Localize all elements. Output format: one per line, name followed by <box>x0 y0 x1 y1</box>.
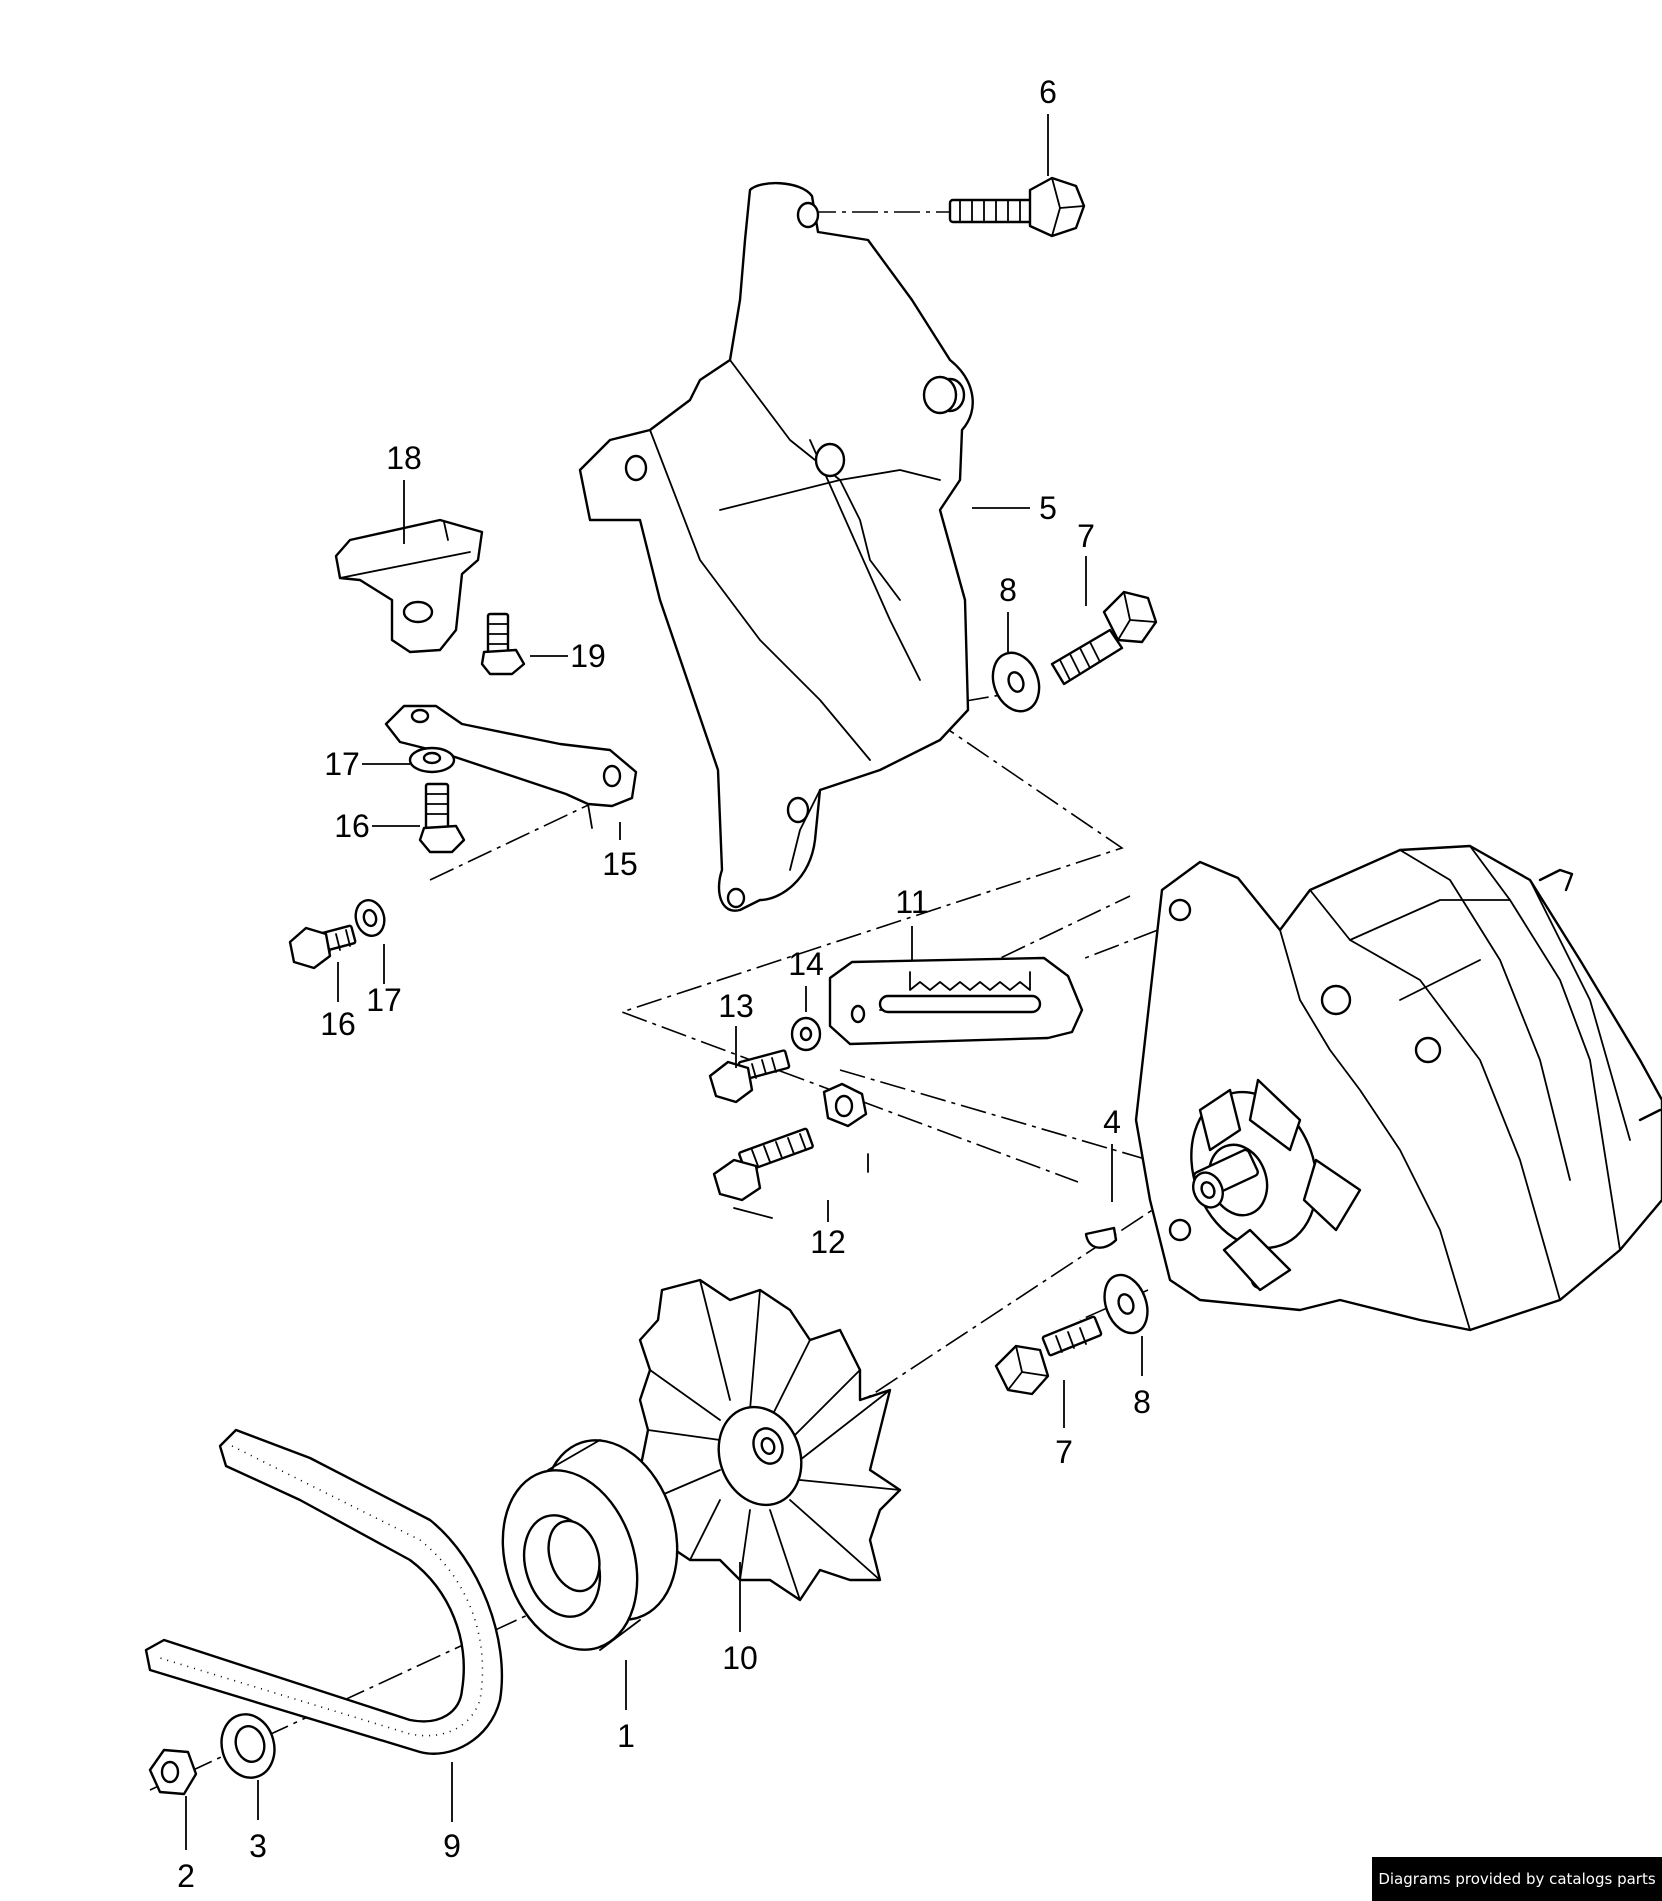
callout-18: 18 <box>386 440 422 476</box>
callout-1: 1 <box>617 1718 635 1754</box>
callout-6: 6 <box>1039 74 1057 110</box>
bolt-13 <box>708 1016 822 1104</box>
bolt-nut-12 <box>712 1082 869 1219</box>
callout-labels: 6 5 7 8 18 19 17 16 15 16 17 11 14 13 4 … <box>177 74 1151 1894</box>
callout-11: 11 <box>895 884 928 920</box>
callout-16: 16 <box>320 1006 356 1042</box>
tension-slot-plate <box>828 956 1084 1046</box>
bolt-16-upper <box>408 746 466 854</box>
pulley <box>501 1439 679 1651</box>
alternator <box>1134 844 1662 1332</box>
woodruff-key <box>1084 1226 1118 1249</box>
bolt-washer-upper <box>991 590 1158 713</box>
leader-lines <box>185 114 1143 1850</box>
drive-belt <box>144 1428 504 1755</box>
cooling-fan <box>638 1278 902 1602</box>
callout-7: 7 <box>1055 1434 1073 1470</box>
callout-7: 7 <box>1077 518 1095 554</box>
callout-4: 4 <box>1103 1104 1121 1140</box>
spring-washer-3 <box>220 1713 276 1779</box>
bolt-washer-lower <box>994 1273 1149 1396</box>
callout-8: 8 <box>1133 1384 1151 1420</box>
callout-3: 3 <box>249 1828 267 1864</box>
callout-19: 19 <box>570 638 606 674</box>
callout-15: 15 <box>602 846 638 882</box>
callout-8: 8 <box>999 572 1017 608</box>
callout-9: 9 <box>443 1828 461 1864</box>
upper-support-bracket <box>334 518 484 654</box>
callout-10: 10 <box>722 1640 758 1676</box>
callout-14: 14 <box>788 946 824 982</box>
callout-17: 17 <box>324 746 360 782</box>
callout-16: 16 <box>334 808 370 844</box>
callout-17: 17 <box>366 982 402 1018</box>
nut-2 <box>148 1748 198 1796</box>
callout-2: 2 <box>177 1858 195 1894</box>
bolt-top <box>948 176 1086 238</box>
mounting-bracket <box>578 181 974 912</box>
adjuster-strap <box>384 704 638 829</box>
callout-12: 12 <box>810 1224 846 1260</box>
bolt-16-lower <box>288 899 386 970</box>
bolt-19 <box>480 612 526 676</box>
credit-banner: Diagrams provided by catalogs parts <box>1372 1857 1662 1901</box>
callout-5: 5 <box>1039 490 1057 526</box>
callout-13: 13 <box>718 988 754 1024</box>
